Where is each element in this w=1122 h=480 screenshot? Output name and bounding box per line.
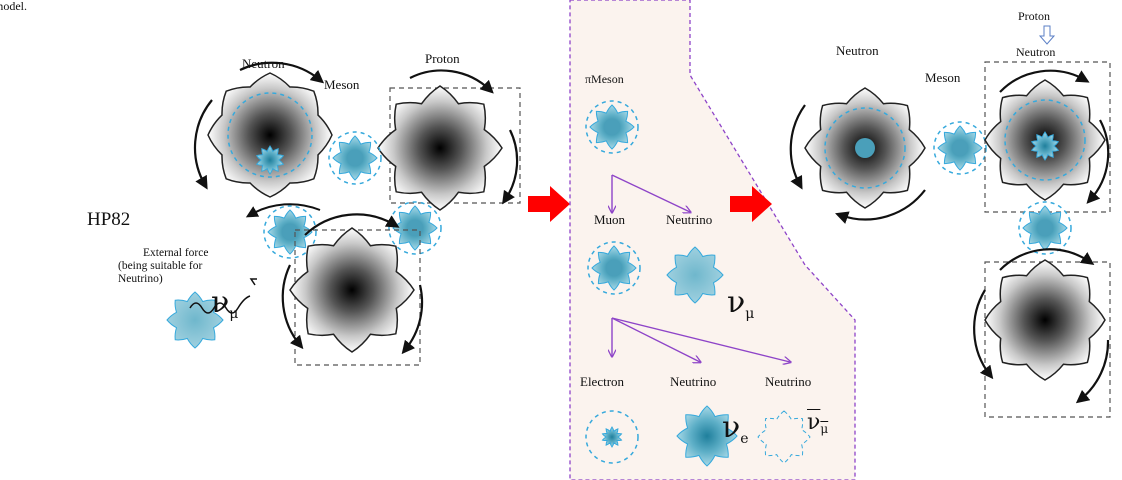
left-proton-label: Proton — [425, 51, 460, 66]
meson-lower-left — [263, 205, 317, 259]
muon-neutrino-star — [666, 246, 724, 304]
caption-fragment: model. — [0, 0, 27, 13]
external-neutrino — [166, 278, 257, 349]
electron-neutrino-star — [676, 405, 738, 467]
bottom-nucleon — [245, 203, 424, 366]
meson-lower-right — [388, 201, 442, 255]
electron-neutrino-symbol: νe — [722, 410, 749, 447]
left-meson-label: Meson — [324, 77, 360, 92]
proton-nucleon — [377, 69, 521, 211]
electron-label: Electron — [580, 374, 625, 389]
muon-neutrino-symbol: νμ — [727, 285, 755, 322]
right-panel — [789, 25, 1111, 418]
anti-neutrino-symbol: νμ — [807, 410, 829, 436]
electron-star — [601, 426, 623, 448]
neutrino-label-2: Neutrino — [670, 374, 717, 389]
external-force-label-2: (being suitable for — [118, 260, 203, 272]
external-force-label-3: Neutrino) — [118, 273, 163, 285]
particle-shape — [166, 291, 224, 349]
neutron-spin-arrow-top — [239, 61, 325, 84]
left-muon-neutrino-symbol: νμ — [211, 285, 239, 322]
particle-shape — [289, 227, 415, 353]
left-panel — [166, 61, 521, 366]
meson-particle — [328, 131, 382, 185]
particle-shape — [207, 72, 333, 198]
right-neutron-label: Neutron — [836, 43, 879, 58]
particle-shape — [601, 426, 623, 448]
middle-panel — [569, 0, 856, 480]
red-arrow-right — [730, 186, 772, 222]
neutron-nucleon — [193, 61, 333, 198]
anti-neutrino-star — [757, 410, 811, 464]
particle-shape — [757, 410, 811, 464]
particle-shape — [255, 145, 285, 175]
pi-meson-label: πMeson — [585, 72, 624, 86]
proton-wavy-star — [377, 85, 503, 211]
neutron-wavy-star — [207, 72, 333, 198]
external-force-label-1: External force — [143, 247, 209, 259]
particle-shape — [666, 246, 724, 304]
particle-shape — [984, 259, 1106, 381]
muon-label: Muon — [594, 212, 626, 227]
left-neutron-label: Neutron — [242, 56, 285, 71]
neutrino-label-3: Neutrino — [765, 374, 812, 389]
particle-shape — [676, 405, 738, 467]
proton-to-neutron-arrow — [1038, 25, 1056, 45]
neutron-core — [255, 145, 285, 175]
right-proton-label: Proton — [1018, 9, 1051, 23]
right-neutron-under-proton-label: Neutron — [1016, 45, 1056, 59]
muon-neutrino-label: Neutrino — [666, 212, 713, 227]
neutron-spin-arrow-left — [193, 99, 213, 190]
side-label: HP82 — [87, 209, 131, 230]
red-arrow-left — [528, 186, 570, 222]
right-meson-label: Meson — [925, 70, 961, 85]
particle-shape — [1030, 131, 1060, 161]
particle-shape — [377, 85, 503, 211]
